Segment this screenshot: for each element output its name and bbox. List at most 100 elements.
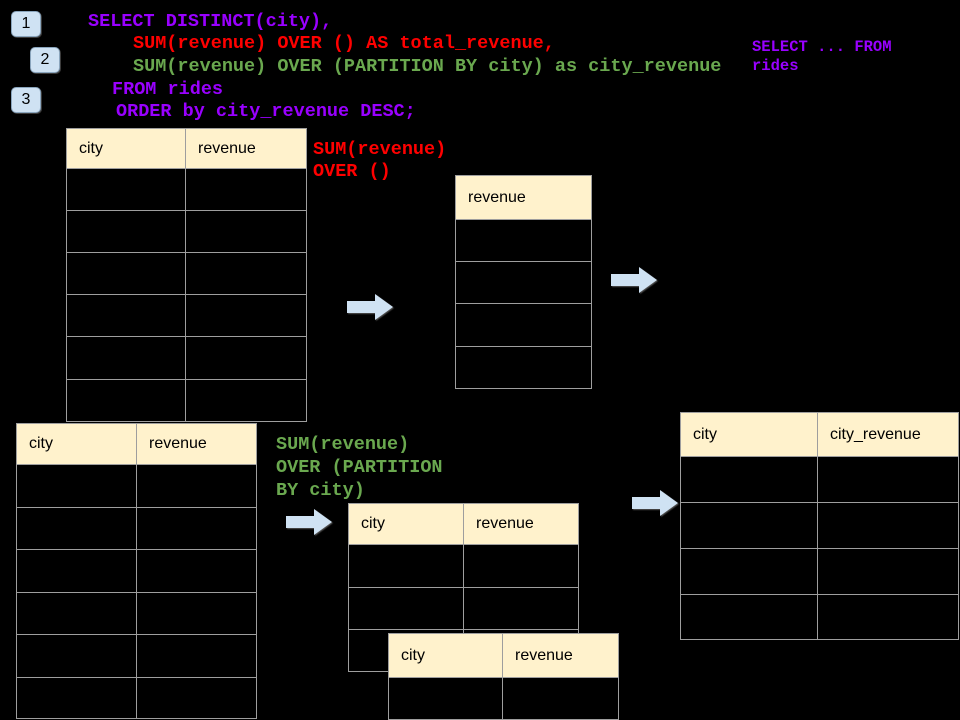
annotation-total-line-1: SUM(revenue) (313, 139, 447, 160)
right-arrow-icon (632, 490, 678, 516)
table-row (349, 544, 578, 587)
table-cell (186, 253, 306, 294)
table-cell (464, 588, 578, 629)
table-cell (137, 550, 256, 592)
table-row (681, 502, 958, 548)
table-row (456, 303, 591, 346)
table-cell (137, 678, 256, 718)
snippet-rides: rides (752, 57, 799, 75)
table-header-row: city revenue (17, 424, 256, 464)
table-cell (464, 545, 578, 587)
table-cell (17, 593, 137, 634)
table-row (67, 336, 306, 379)
table-cell (67, 380, 186, 421)
table-city-revenue-result: city city_revenue (680, 412, 959, 640)
table-header-row: city revenue (389, 634, 618, 677)
table-cell (456, 304, 591, 346)
sql-line-total: SUM(revenue) OVER () AS total_revenue, (133, 33, 555, 54)
snippet-select-from: SELECT ... FROM (752, 38, 892, 56)
table-cell (681, 503, 818, 548)
table-header-row: revenue (456, 176, 591, 219)
table-cell (349, 588, 464, 629)
table-cell (137, 635, 256, 677)
table-cell (389, 678, 503, 719)
table-row (67, 379, 306, 421)
sql-line-order: ORDER by city_revenue DESC; (116, 101, 416, 122)
table-cell (456, 220, 591, 261)
table-row (17, 464, 256, 507)
annotation-partition-line-2: OVER (PARTITION (276, 457, 443, 478)
table-cell (17, 635, 137, 677)
table-row (67, 252, 306, 294)
table-source-top: city revenue (66, 128, 307, 422)
column-header-revenue: revenue (198, 139, 256, 157)
step-badge-2-label: 2 (40, 51, 50, 68)
table-row (681, 594, 958, 639)
table-cell (67, 337, 186, 379)
table-partition-result: city revenue (388, 633, 619, 720)
table-partition-input: city revenue (348, 503, 579, 672)
right-arrow-icon (611, 267, 657, 293)
table-cell (818, 457, 958, 502)
table-cell (17, 465, 137, 507)
table-header-row: city revenue (349, 504, 578, 544)
table-cell (186, 337, 306, 379)
table-cell (186, 169, 306, 210)
column-header-revenue: revenue (476, 515, 534, 532)
table-cell (67, 295, 186, 336)
column-header-revenue: revenue (468, 188, 526, 206)
table-row (17, 592, 256, 634)
table-cell (17, 508, 137, 549)
table-header-row: city revenue (67, 129, 306, 168)
table-cell (137, 465, 256, 507)
table-row (389, 677, 618, 719)
table-row (456, 219, 591, 261)
table-row (17, 677, 256, 718)
table-cell (456, 262, 591, 303)
table-cell (818, 503, 958, 548)
table-cell (67, 211, 186, 252)
table-cell (17, 550, 137, 592)
column-header-revenue: revenue (515, 646, 573, 664)
table-cell (186, 295, 306, 336)
table-row (456, 261, 591, 303)
step-badge-1: 1 (11, 11, 41, 37)
table-row (17, 507, 256, 549)
step-badge-1-label: 1 (21, 15, 31, 32)
column-header-city: city (681, 413, 818, 456)
table-cell (503, 678, 618, 719)
table-row (17, 549, 256, 592)
table-source-bottom: city revenue (16, 423, 257, 719)
table-row (67, 210, 306, 252)
table-cell (67, 169, 186, 210)
table-cell (818, 549, 958, 594)
annotation-partition-line-3: BY city) (276, 480, 365, 501)
annotation-total-line-2: OVER () (313, 161, 391, 182)
table-row (681, 456, 958, 502)
table-cell (818, 595, 958, 639)
table-cell (186, 211, 306, 252)
column-header-city: city (349, 504, 464, 544)
table-total-result: revenue (455, 175, 592, 389)
table-cell (186, 380, 306, 421)
table-cell (456, 347, 591, 388)
table-row (67, 294, 306, 336)
right-arrow-icon (347, 294, 393, 320)
table-row (349, 587, 578, 629)
table-cell (137, 508, 256, 549)
column-header-city: city (17, 424, 137, 464)
table-row (681, 548, 958, 594)
right-arrow-icon (286, 509, 332, 535)
table-cell (67, 253, 186, 294)
step-badge-3: 3 (11, 87, 41, 113)
column-header-revenue: revenue (149, 435, 207, 452)
table-row (456, 346, 591, 388)
step-badge-3-label: 3 (21, 91, 31, 108)
column-header-city: city (67, 129, 186, 168)
table-row (17, 634, 256, 677)
table-cell (681, 457, 818, 502)
step-badge-2: 2 (30, 47, 60, 73)
column-header-city-revenue: city_revenue (830, 425, 921, 443)
table-row (67, 168, 306, 210)
